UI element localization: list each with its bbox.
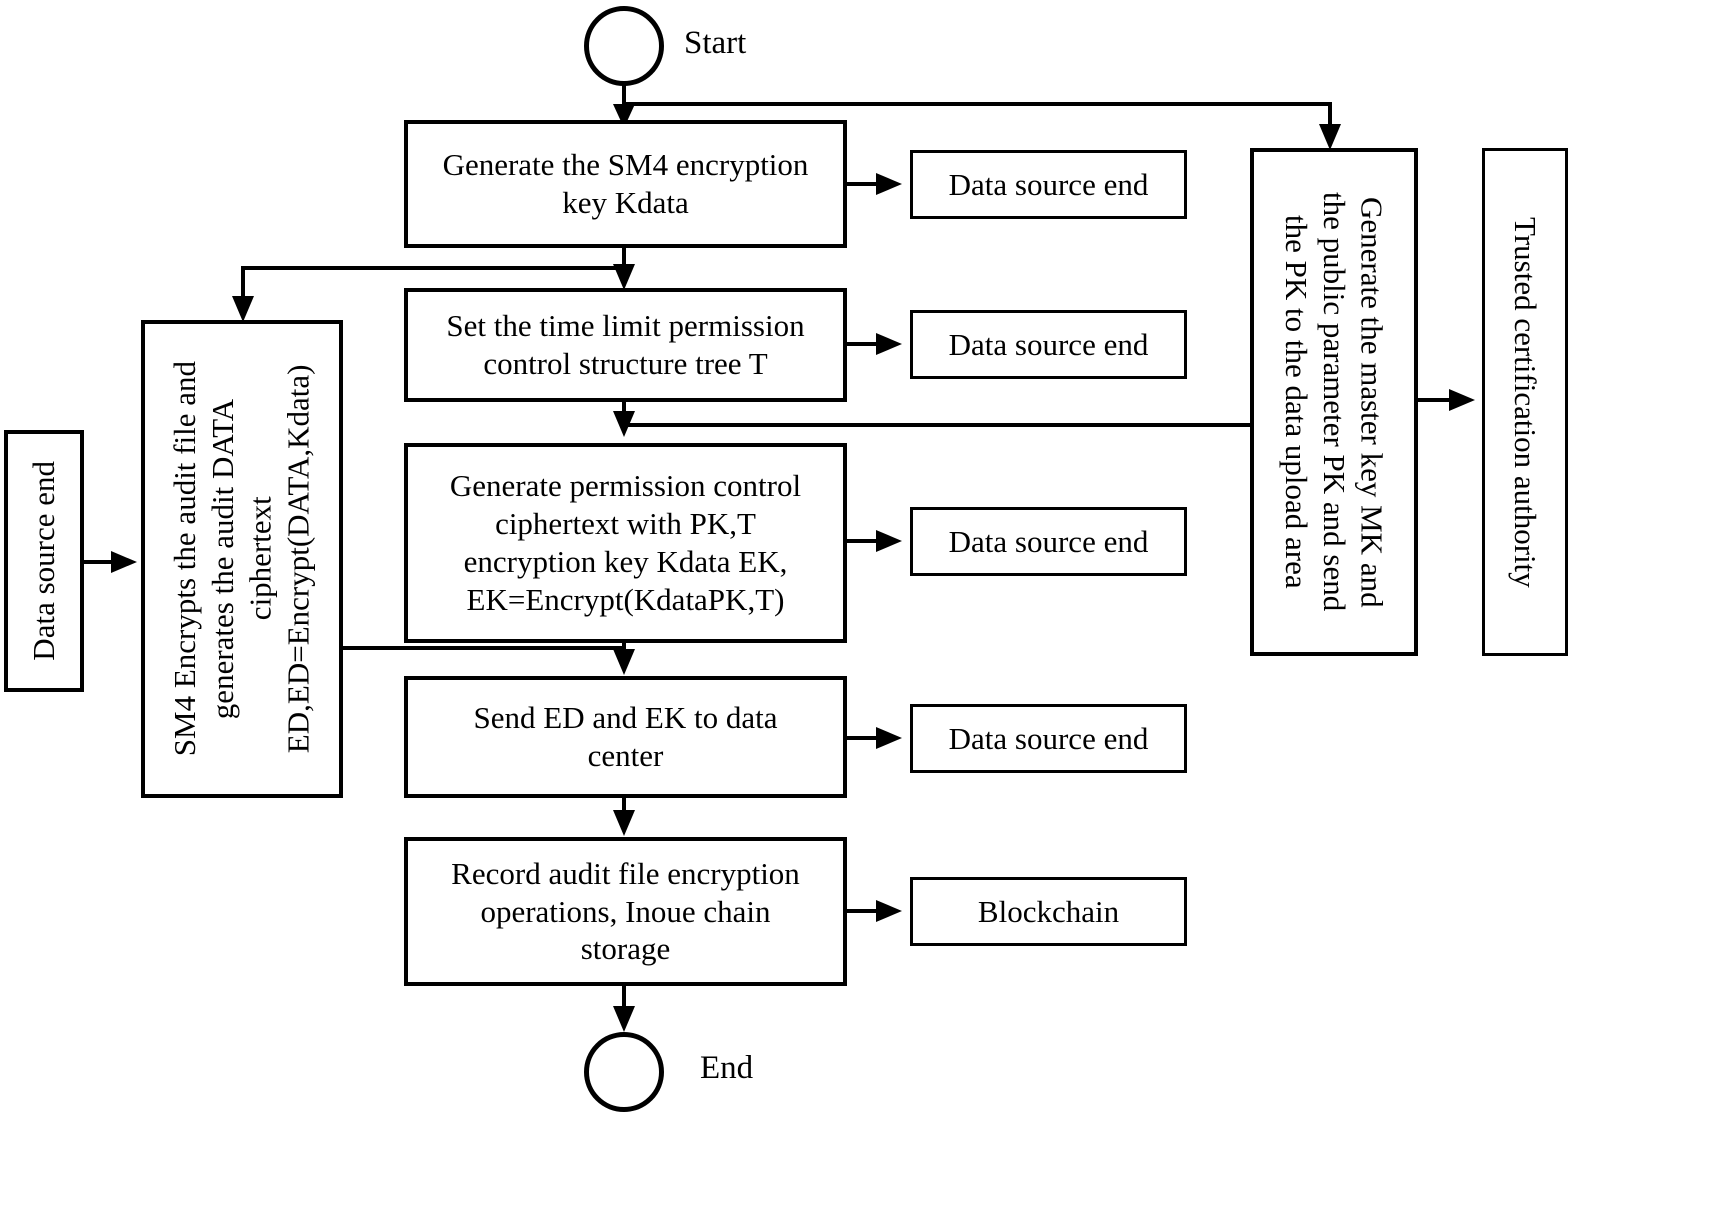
- process-step-generate-sm4-key[interactable]: Generate the SM4 encryption key Kdata: [404, 120, 847, 248]
- process-step-set-time-limit[interactable]: Set the time limit permission control st…: [404, 288, 847, 402]
- actor-trusted-certification-authority[interactable]: Trusted certification authority: [1482, 148, 1568, 656]
- process-step-send-ed-ek[interactable]: Send ED and EK to data center: [404, 676, 847, 798]
- actor5-label: Blockchain: [977, 893, 1120, 929]
- end-label: End: [700, 1050, 754, 1086]
- authority-label: Trusted certification authority: [1507, 216, 1543, 588]
- actor-data-source-end-1[interactable]: Data source end: [910, 150, 1187, 219]
- step3-text: Generate permission control ciphertext w…: [449, 468, 802, 617]
- actor-data-source-end-2[interactable]: Data source end: [910, 310, 1187, 379]
- sm4-block-text: SM4 Encrypts the audit file and generate…: [167, 361, 316, 757]
- start-label: Start: [684, 25, 747, 61]
- actor3-label: Data source end: [948, 523, 1149, 559]
- actor-data-source-end-3[interactable]: Data source end: [910, 507, 1187, 576]
- process-step-generate-permission-ciphertext[interactable]: Generate permission control ciphertext w…: [404, 443, 847, 643]
- start-terminal: [584, 6, 664, 86]
- left-actor-label: Data source end: [26, 461, 62, 661]
- step2-text: Set the time limit permission control st…: [446, 308, 805, 381]
- process-generate-master-key-block[interactable]: Generate the master key MK and the publi…: [1250, 148, 1418, 656]
- process-sm4-encrypt-block[interactable]: SM4 Encrypts the audit file and generate…: [141, 320, 343, 798]
- actor4-label: Data source end: [948, 720, 1149, 756]
- actor-data-source-end-left[interactable]: Data source end: [4, 430, 84, 692]
- actor2-label: Data source end: [948, 326, 1149, 362]
- process-step-record-audit-operations[interactable]: Record audit file encryption operations,…: [404, 837, 847, 986]
- step5-text: Record audit file encryption operations,…: [451, 855, 800, 967]
- master-key-block-text: Generate the master key MK and the publi…: [1279, 192, 1390, 612]
- step1-text: Generate the SM4 encryption key Kdata: [442, 147, 809, 220]
- actor-blockchain[interactable]: Blockchain: [910, 877, 1187, 946]
- end-terminal: [584, 1032, 664, 1112]
- actor-data-source-end-4[interactable]: Data source end: [910, 704, 1187, 773]
- step4-text: Send ED and EK to data center: [473, 700, 778, 773]
- actor1-label: Data source end: [948, 166, 1149, 202]
